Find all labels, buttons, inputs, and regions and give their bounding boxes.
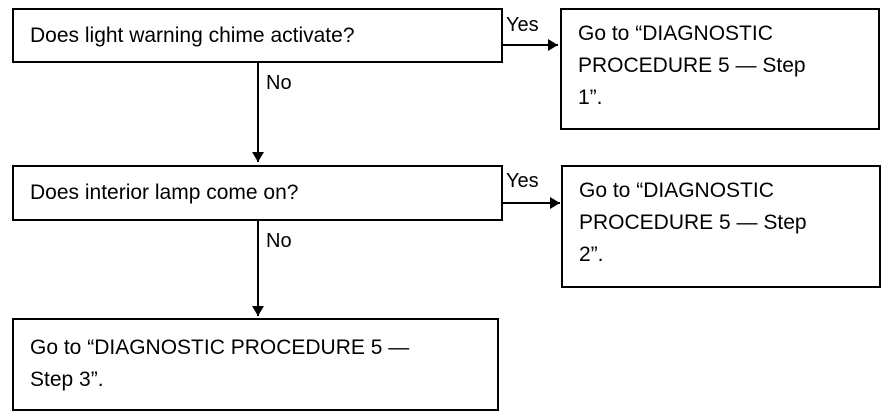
result-box-3: Go to “DIAGNOSTIC PROCEDURE 5 — Step 3”. — [12, 318, 499, 411]
q2-yes-label: Yes — [506, 170, 539, 192]
q2-no-label: No — [266, 230, 292, 252]
q1-yes-label: Yes — [506, 14, 539, 36]
result-2-line-3: 2”. — [579, 243, 604, 266]
result-2-line-2: PROCEDURE 5 — Step — [579, 211, 807, 234]
result-box-1: Go to “DIAGNOSTIC PROCEDURE 5 — Step 1”. — [560, 8, 880, 130]
result-1-line-1: Go to “DIAGNOSTIC — [578, 22, 773, 45]
result-3-line-1: Go to “DIAGNOSTIC PROCEDURE 5 — — [30, 336, 410, 359]
question-box-1: Does light warning chime activate? — [12, 8, 503, 63]
question-2-text: Does interior lamp come on? — [30, 181, 299, 204]
question-1-text: Does light warning chime activate? — [30, 24, 355, 47]
result-box-2: Go to “DIAGNOSTIC PROCEDURE 5 — Step 2”. — [561, 165, 881, 288]
result-1-line-2: PROCEDURE 5 — Step — [578, 54, 806, 77]
result-3-line-2: Step 3”. — [30, 368, 104, 391]
q1-no-label: No — [266, 72, 292, 94]
result-1-line-3: 1”. — [578, 86, 603, 109]
result-2-line-1: Go to “DIAGNOSTIC — [579, 179, 774, 202]
question-box-2: Does interior lamp come on? — [12, 165, 503, 221]
